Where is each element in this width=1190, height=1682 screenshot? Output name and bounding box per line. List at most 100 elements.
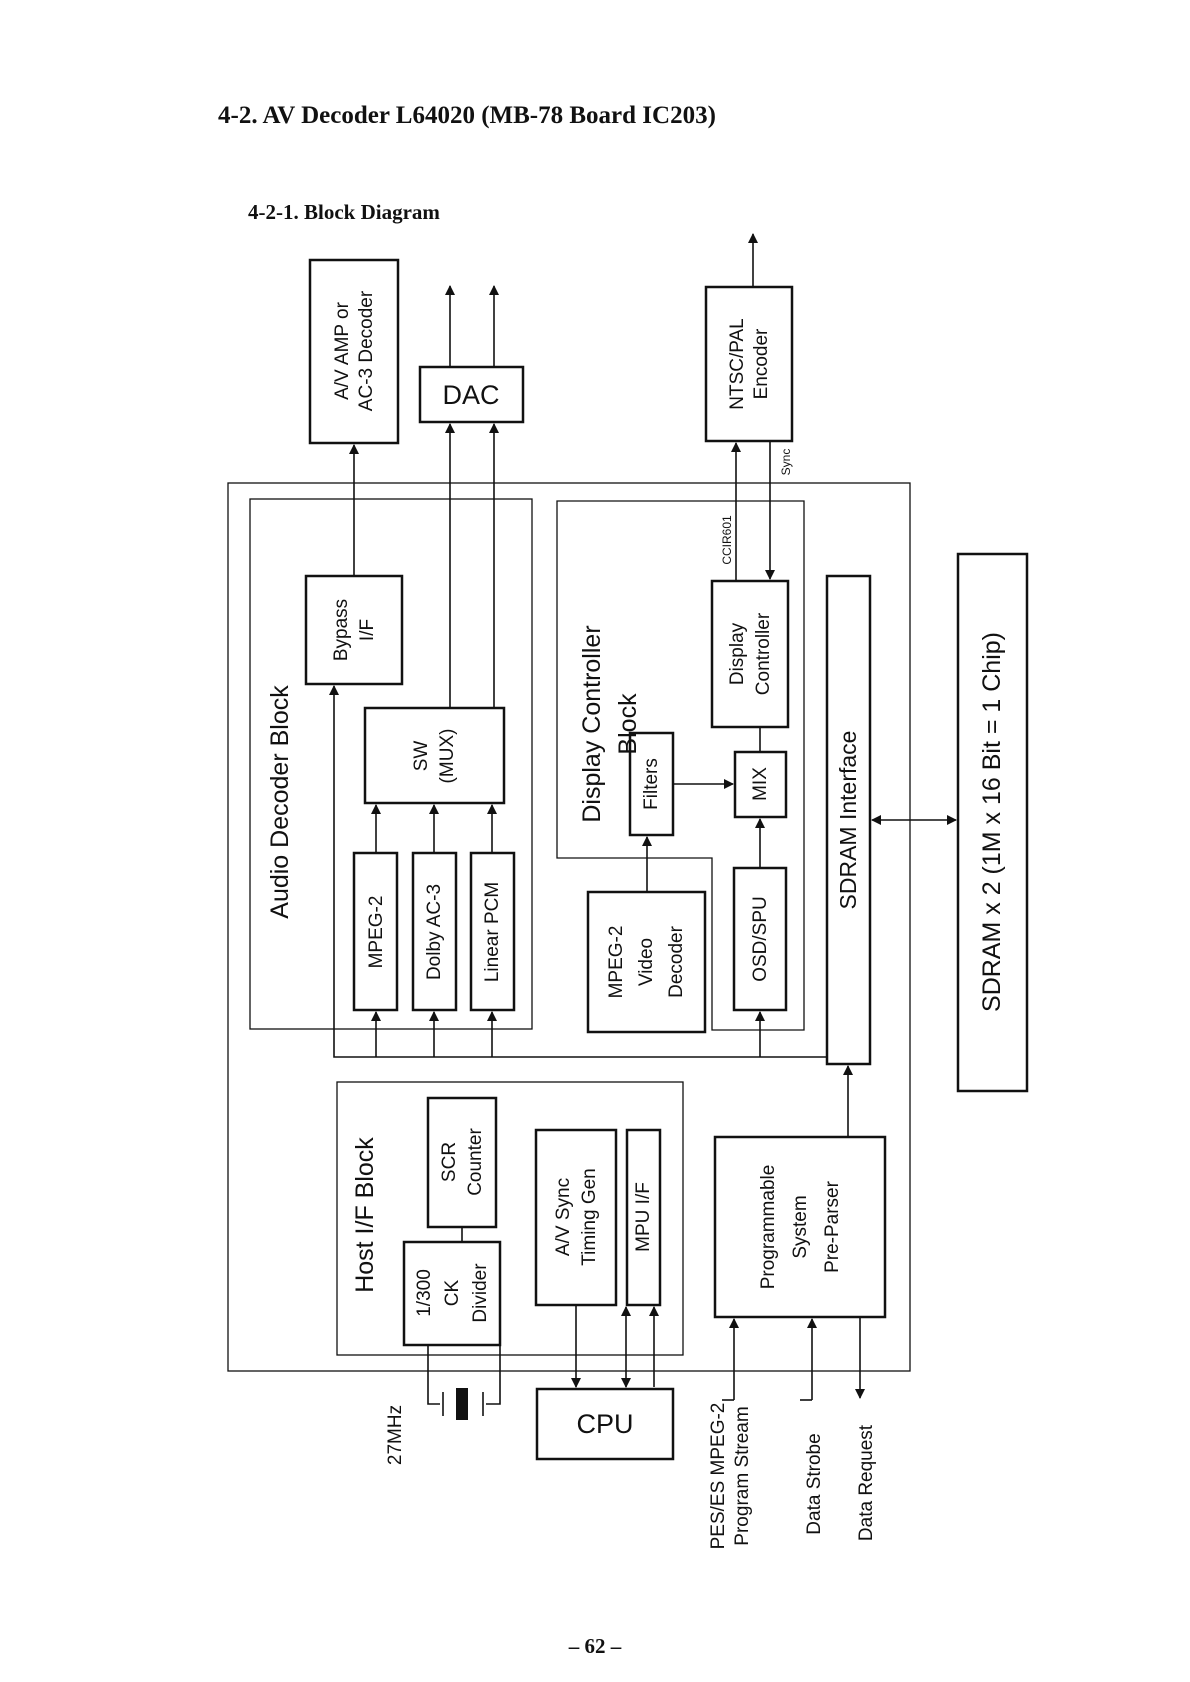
sdram-if-line-1: SDRAM Interface (835, 731, 861, 910)
mpeg2-audio-box: MPEG-2 (352, 851, 399, 1012)
svg-text:DAC: DAC (442, 380, 499, 410)
audio-decoder-block-outline (249, 498, 533, 1030)
crystal-line-1: 27MHz (385, 1405, 406, 1465)
svg-text:CPU: CPU (576, 1409, 633, 1439)
svg-text:MPU I/F: MPU I/F (633, 1182, 654, 1252)
dolby-ac3-line-1: Dolby AC-3 (424, 884, 445, 980)
svg-text:MPEG-2: MPEG-2 (366, 896, 387, 969)
ck-divider-line-3: Divider (470, 1263, 491, 1323)
sw-mux-line-1: SW (411, 741, 432, 772)
sync-line-1: Sync (779, 449, 793, 476)
video-decoder-line-3: Decoder (666, 925, 687, 997)
ntsc-pal-line-2: Encoder (751, 328, 772, 399)
svg-text:SDRAM Interface: SDRAM Interface (835, 731, 861, 910)
host-if-block-outline (336, 1081, 684, 1356)
host-if-block-title: Host I/F Block (351, 1137, 379, 1293)
preparser-line-3: Pre-Parser (822, 1180, 843, 1273)
sdram-box: SDRAM x 2 (1M x 16 Bit = 1 Chip) (956, 552, 1029, 1093)
svg-text:Linear PCM: Linear PCM (482, 882, 503, 982)
svg-text:SDRAM x 2 (1M x 16 Bit = 1 Chi: SDRAM x 2 (1M x 16 Bit = 1 Chip) (978, 632, 1006, 1012)
pes-line-1: PES/ES MPEG-2 (708, 1403, 729, 1550)
av-sync-line-1: A/V Sync (553, 1178, 574, 1256)
display-controller-block-outline (556, 500, 805, 1031)
host-block-line-1: Host I/F Block (351, 1137, 379, 1293)
page-title: 4-2. AV Decoder L64020 (MB-78 Board IC20… (218, 102, 716, 129)
sw-mux-box: SW(MUX) (363, 706, 506, 805)
request-line-1: Data Request (856, 1424, 877, 1541)
section-subtitle: 4-2-1. Block Diagram (248, 200, 440, 224)
display-ctrl-line-2: Controller (753, 612, 774, 695)
mpu-if-box: MPU I/F (625, 1128, 662, 1307)
dac-line-1: DAC (442, 380, 499, 410)
display-block-line-2: Block (614, 693, 642, 755)
pes-line-2: Program Stream (732, 1406, 753, 1545)
filters-line-1: Filters (641, 758, 662, 810)
display-controller-block-title: Display Controller Block (578, 625, 642, 822)
crystal-frequency-label: 27MHz (385, 1405, 406, 1465)
audio-block-line-1: Audio Decoder Block (266, 685, 294, 919)
preparser-line-2: System (790, 1195, 811, 1258)
ck-divider-line-1: 1/300 (414, 1269, 435, 1317)
ccir-line-1: CCIR601 (720, 515, 734, 565)
svg-text:Filters: Filters (641, 758, 662, 810)
ntsc-pal-line-1: NTSC/PAL (727, 318, 748, 410)
data-strobe-label: Data Strobe (804, 1433, 825, 1534)
video-decoder-box: MPEG-2 Video Decoder (586, 890, 707, 1034)
svg-text:Dolby AC-3: Dolby AC-3 (424, 884, 445, 980)
bypass-line-2: I/F (357, 619, 378, 641)
cpu-box: CPU (535, 1387, 675, 1461)
chip-outline (227, 482, 911, 1372)
svg-text:SW(MUX): SW(MUX) (411, 729, 458, 784)
bus-to-bypass-arrow (329, 685, 827, 1058)
av-amp-line-1: A/V AMP or (332, 301, 353, 400)
ccir601-label: CCIR601 (720, 515, 734, 565)
sdram-line-1: SDRAM x 2 (1M x 16 Bit = 1 Chip) (978, 632, 1006, 1012)
dac-box: DAC (418, 365, 525, 424)
osd-spu-line-1: OSD/SPU (750, 896, 771, 982)
video-decoder-line-2: Video (636, 938, 657, 986)
ck-divider-box: 1/300 CK Divider (402, 1240, 502, 1347)
svg-text:OSD/SPU: OSD/SPU (750, 896, 771, 982)
data-request-label: Data Request (856, 1424, 877, 1541)
preparser-line-1: Programmable (758, 1165, 779, 1290)
sw-mux-line-2: (MUX) (437, 729, 458, 784)
audio-decoder-block-title: Audio Decoder Block (266, 685, 294, 919)
cpu-line-1: CPU (576, 1409, 633, 1439)
sync-label: Sync (779, 449, 793, 476)
display-ctrl-line-1: Display (727, 622, 748, 685)
linear-pcm-box: Linear PCM (469, 851, 516, 1012)
pre-parser-box: Programmable System Pre-Parser (713, 1135, 887, 1319)
strobe-line-1: Data Strobe (804, 1433, 825, 1534)
display-block-line-1: Display Controller (578, 625, 606, 822)
video-decoder-line-1: MPEG-2 (606, 926, 627, 999)
page-number: – 62 – (568, 1634, 622, 1658)
mpu-if-line-1: MPU I/F (633, 1182, 654, 1252)
dolby-ac3-box: Dolby AC-3 (411, 851, 458, 1012)
scr-counter-line-1: SCR (439, 1142, 460, 1182)
mpeg2-audio-line-1: MPEG-2 (366, 896, 387, 969)
ck-divider-line-2: CK (442, 1279, 463, 1306)
mix-line-1: MIX (750, 767, 771, 801)
bypass-line-1: Bypass (331, 599, 352, 661)
sdram-interface-box: SDRAM Interface (825, 574, 872, 1066)
scr-counter-line-2: Counter (465, 1128, 486, 1196)
av-amp-line-2: AC-3 Decoder (356, 290, 377, 411)
osd-spu-box: OSD/SPU (732, 866, 788, 1012)
linear-pcm-line-1: Linear PCM (482, 882, 503, 982)
mix-box: MIX (733, 750, 788, 819)
